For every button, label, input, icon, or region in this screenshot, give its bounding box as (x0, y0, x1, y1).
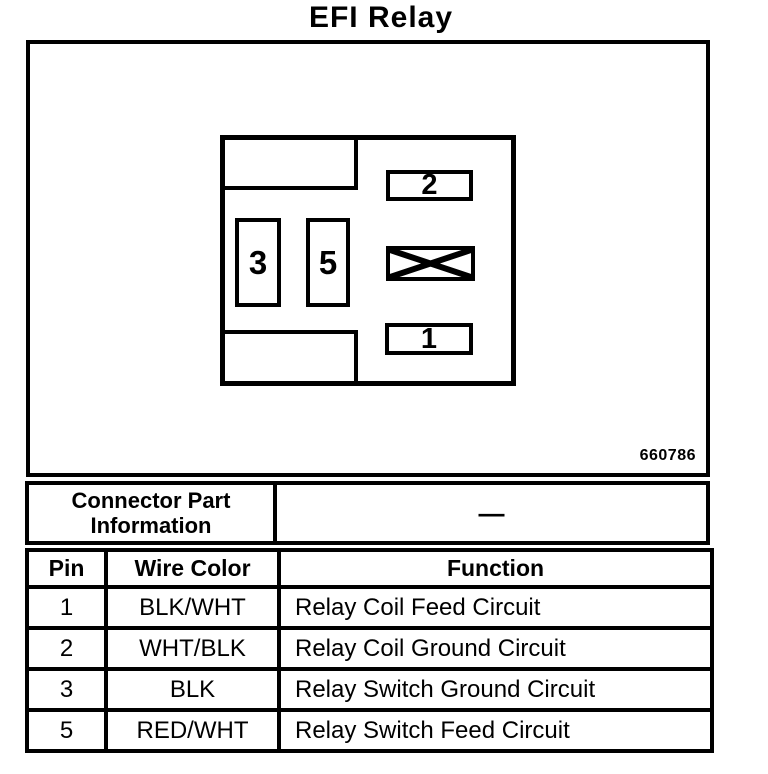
cavity-pin-5: 5 (306, 218, 350, 307)
wire-color-cell: BLK (104, 667, 281, 712)
connector-part-info-value: — (478, 497, 505, 528)
page-title: EFI Relay (308, 1, 454, 34)
table-row: 1 BLK/WHT Relay Coil Feed Circuit (25, 585, 714, 630)
function-cell: Relay Coil Ground Circuit (277, 626, 714, 671)
cavity-pin-2-label: 2 (421, 169, 438, 201)
x-mark-icon (390, 250, 471, 277)
cavity-pin-1-label: 1 (420, 322, 438, 355)
function-cell: Relay Coil Feed Circuit (277, 585, 714, 630)
function-cell: Relay Switch Ground Circuit (277, 667, 714, 712)
connector-part-info-label: Connector Part Information (29, 485, 277, 541)
figure-number: 660786 (639, 447, 696, 464)
pin-function-table: Pin Wire Color Function 1 BLK/WHT Relay … (25, 548, 714, 753)
blocked-cavity (386, 246, 475, 281)
table-row: 2 WHT/BLK Relay Coil Ground Circuit (25, 626, 714, 671)
connector-bottom-tab (220, 330, 358, 386)
header-function: Function (277, 548, 714, 589)
cavity-pin-5-label: 5 (318, 244, 338, 281)
wire-color-cell: RED/WHT (104, 708, 281, 753)
connector-diagram-frame: 2 3 5 1 660786 (26, 40, 710, 477)
cavity-pin-3: 3 (235, 218, 281, 307)
table-row: 3 BLK Relay Switch Ground Circuit (25, 667, 714, 712)
header-pin: Pin (25, 548, 108, 589)
header-wire-color: Wire Color (104, 548, 281, 589)
cavity-pin-2: 2 (386, 170, 473, 201)
pin-table-header-row: Pin Wire Color Function (25, 548, 714, 589)
table-row: 5 RED/WHT Relay Switch Feed Circuit (25, 708, 714, 753)
connector-part-info-row: Connector Part Information — (25, 481, 710, 545)
wire-color-cell: BLK/WHT (104, 585, 281, 630)
pin-cell: 2 (25, 626, 108, 671)
wire-color-cell: WHT/BLK (104, 626, 281, 671)
connector-top-tab (220, 135, 358, 190)
cavity-pin-3-label: 3 (248, 244, 268, 281)
connector-outline (220, 135, 516, 386)
pin-cell: 1 (25, 585, 108, 630)
function-cell: Relay Switch Feed Circuit (277, 708, 714, 753)
pin-cell: 5 (25, 708, 108, 753)
pin-cell: 3 (25, 667, 108, 712)
cavity-pin-1: 1 (385, 323, 473, 355)
